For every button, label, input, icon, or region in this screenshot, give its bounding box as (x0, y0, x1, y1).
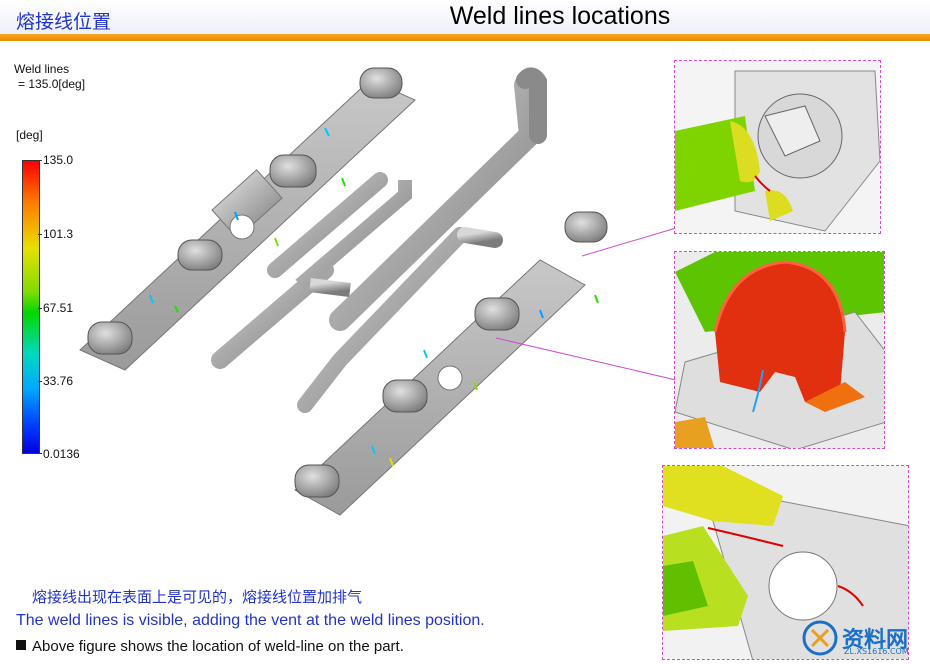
button-cap (359, 67, 403, 99)
runner (267, 172, 388, 278)
square-bullet-icon (16, 640, 26, 650)
legend-result-value: = 135.0[deg] (18, 77, 86, 91)
button-cap (294, 464, 340, 498)
button-cap (474, 297, 520, 331)
bullet-note: Above figure shows the location of weld-… (16, 638, 404, 655)
slide-header: 熔接线位置 Weld lines locations (0, 0, 930, 34)
runner (457, 227, 503, 248)
watermark-url: ZL.XS1616.COM (844, 647, 909, 656)
legend-unit: [deg] (16, 128, 43, 142)
tick-mark (38, 308, 42, 309)
legend-result-label: Weld lines = 135.0[deg] (14, 62, 85, 92)
caption-chinese: 熔接线出现在表面上是可见的，熔接线位置加排气 (32, 588, 363, 606)
runner (295, 180, 412, 291)
inset-closeup-2 (674, 251, 885, 449)
inset-closeup-1 (674, 60, 881, 234)
watermark-icon (802, 620, 838, 656)
button-cap (269, 154, 317, 188)
button-cap (382, 379, 428, 413)
plate-pad (211, 169, 283, 239)
button-cap (87, 321, 133, 355)
runner (309, 278, 351, 297)
runner (297, 227, 468, 413)
button-cap (177, 239, 223, 271)
legend-result-name: Weld lines (14, 62, 70, 76)
inset-closeup-3 (662, 465, 909, 660)
legend-tick-4: 33.76 (43, 374, 74, 388)
legend-tick-min: 0.0136 (43, 447, 80, 461)
legend-tick-2: 101.3 (43, 227, 74, 241)
tick-mark (38, 160, 42, 161)
part-model-view (79, 67, 608, 516)
watermark-logo: 资料网 ZL.XS1616.COM (800, 618, 922, 658)
slide-title: Weld lines locations (449, 2, 671, 30)
color-scale-bar (22, 160, 40, 454)
watermark-text: 资料网 (842, 628, 909, 653)
legend-tick-3: 67.51 (43, 301, 74, 315)
tick-mark (38, 234, 42, 235)
tick-mark (38, 453, 42, 454)
caption-english: The weld lines is visible, adding the ve… (16, 612, 485, 629)
bullet-text: Above figure shows the location of weld-… (32, 638, 404, 655)
legend-tick-max: 135.0 (43, 153, 74, 167)
tick-mark (38, 381, 42, 382)
button-cap (564, 211, 608, 243)
title-chinese: 熔接线位置 (16, 11, 112, 33)
weld-line-marks (149, 127, 599, 467)
header-accent-bar (0, 34, 930, 41)
